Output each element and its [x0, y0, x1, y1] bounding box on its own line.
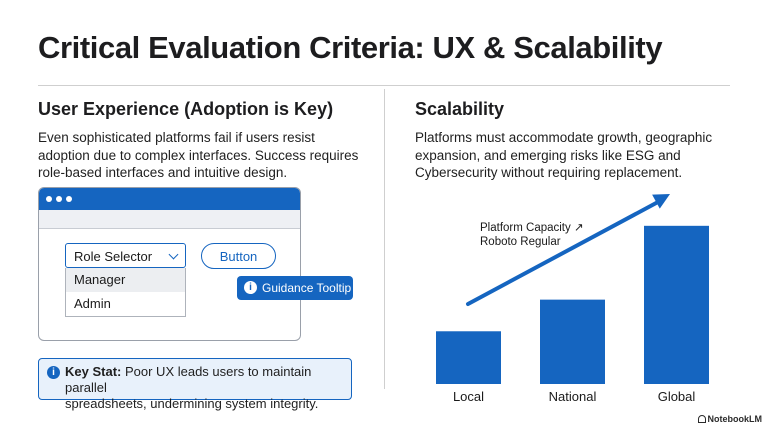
key-stat-line: spreadsheets, undermining system integri… — [65, 396, 319, 411]
chart-annotation: Platform Capacity ↗ — [480, 222, 584, 234]
x-tick-label: National — [549, 389, 597, 404]
bar-local — [436, 331, 501, 384]
guidance-tooltip-label: Guidance Tooltip — [262, 281, 352, 295]
key-stat-callout: i Key Stat: Poor UX leads users to maint… — [38, 358, 352, 411]
notebooklm-logo-icon — [697, 415, 706, 423]
info-icon: i — [244, 281, 257, 294]
chart-annotation: Roboto Regular — [480, 236, 561, 248]
mock-button[interactable]: Button — [201, 243, 276, 269]
role-option-admin[interactable]: Admin — [74, 296, 111, 311]
key-stat-text: Key Stat: Poor UX leads users to maintai… — [65, 364, 350, 412]
window-dot-icon — [56, 196, 62, 202]
key-stat-line: Poor UX leads users to maintain parallel — [65, 364, 312, 395]
slide-title: Critical Evaluation Criteria: UX & Scala… — [38, 30, 663, 65]
ux-description-line: adoption due to complex interfaces. Succ… — [38, 147, 359, 163]
title-divider — [38, 85, 730, 86]
growth-trend-arrow — [466, 200, 660, 306]
scalability-description-line: expansion, and emerging risks like ESG a… — [415, 147, 681, 163]
window-toolbar — [39, 210, 300, 229]
role-selector-dropdown[interactable]: Role Selector — [65, 243, 186, 268]
window-dot-icon — [46, 196, 52, 202]
ux-description-line: role-based interfaces and intuitive desi… — [38, 165, 288, 180]
scalability-description-line: Cybersecurity without requiring replacem… — [415, 165, 683, 180]
brand-label: NotebookLM — [707, 414, 763, 424]
role-options-list: Manager Admin — [65, 268, 186, 317]
bar-global — [644, 225, 709, 384]
brand-watermark: NotebookLM — [697, 414, 763, 424]
x-tick-label: Local — [453, 389, 484, 404]
bar-national — [540, 299, 605, 384]
key-stat-label: Key Stat: — [65, 364, 122, 379]
window-dot-icon — [66, 196, 72, 202]
trend-arrow-head-icon — [652, 194, 670, 209]
role-option-manager[interactable]: Manager — [66, 268, 185, 292]
chevron-down-icon — [168, 249, 179, 260]
scalability-description: Platforms must accommodate growth, geogr… — [415, 129, 745, 182]
ux-heading: User Experience (Adoption is Key) — [38, 99, 334, 119]
ux-description: Even sophisticated platforms fail if use… — [38, 129, 378, 182]
scalability-description-line: Platforms must accommodate growth, geogr… — [415, 130, 713, 145]
scalability-heading: Scalability — [415, 99, 505, 119]
guidance-tooltip: i Guidance Tooltip — [237, 276, 353, 300]
info-icon: i — [47, 366, 60, 379]
ux-description-line: Even sophisticated platforms fail if use… — [38, 130, 315, 145]
column-divider — [384, 89, 385, 389]
role-selector-label: Role Selector — [74, 249, 153, 264]
window-title-bar — [39, 188, 300, 210]
x-tick-label: Global — [658, 389, 696, 404]
